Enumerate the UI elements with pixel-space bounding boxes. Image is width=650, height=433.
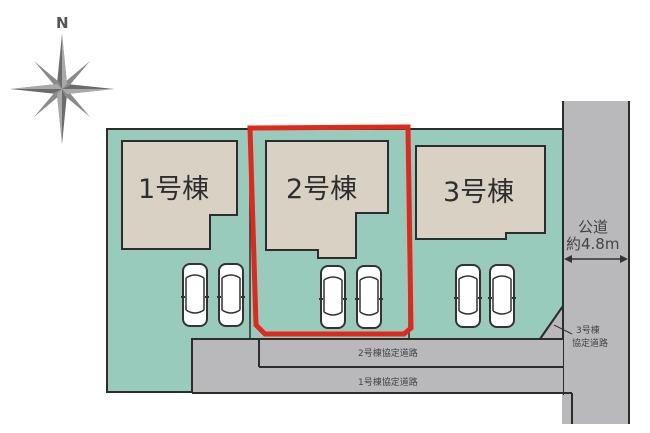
private-road-1-label: 1号棟協定道路: [358, 376, 418, 388]
public-road: [562, 101, 630, 424]
private-road-3: [538, 302, 564, 340]
private-road-2: [192, 338, 563, 368]
public-road-width: 約4.8m: [566, 235, 619, 253]
car-icon: [216, 263, 246, 327]
lot-2-highlight: [247, 124, 414, 337]
building-1: [121, 140, 238, 250]
road-width-arrow: [564, 255, 628, 263]
building-3: [415, 145, 546, 240]
car-icon: [354, 265, 384, 329]
car-icon: [487, 264, 517, 328]
public-road-label: 公道: [578, 218, 608, 236]
building-2: [265, 140, 389, 259]
car-icon: [318, 265, 348, 329]
car-icon: [180, 263, 210, 327]
compass-icon: [10, 34, 114, 144]
north-label: N: [56, 14, 69, 32]
car-icon: [453, 264, 483, 328]
private-road-3-label-line2: 協定道路: [572, 337, 608, 349]
private-road-2-label: 2号棟協定道路: [358, 347, 418, 359]
lot-label-1: 1号棟: [138, 174, 209, 205]
private-road-3-label-line1: 3号棟: [576, 324, 600, 336]
lot-label-3: 3号棟: [443, 177, 514, 208]
lot-label-2: 2号棟: [286, 174, 357, 205]
